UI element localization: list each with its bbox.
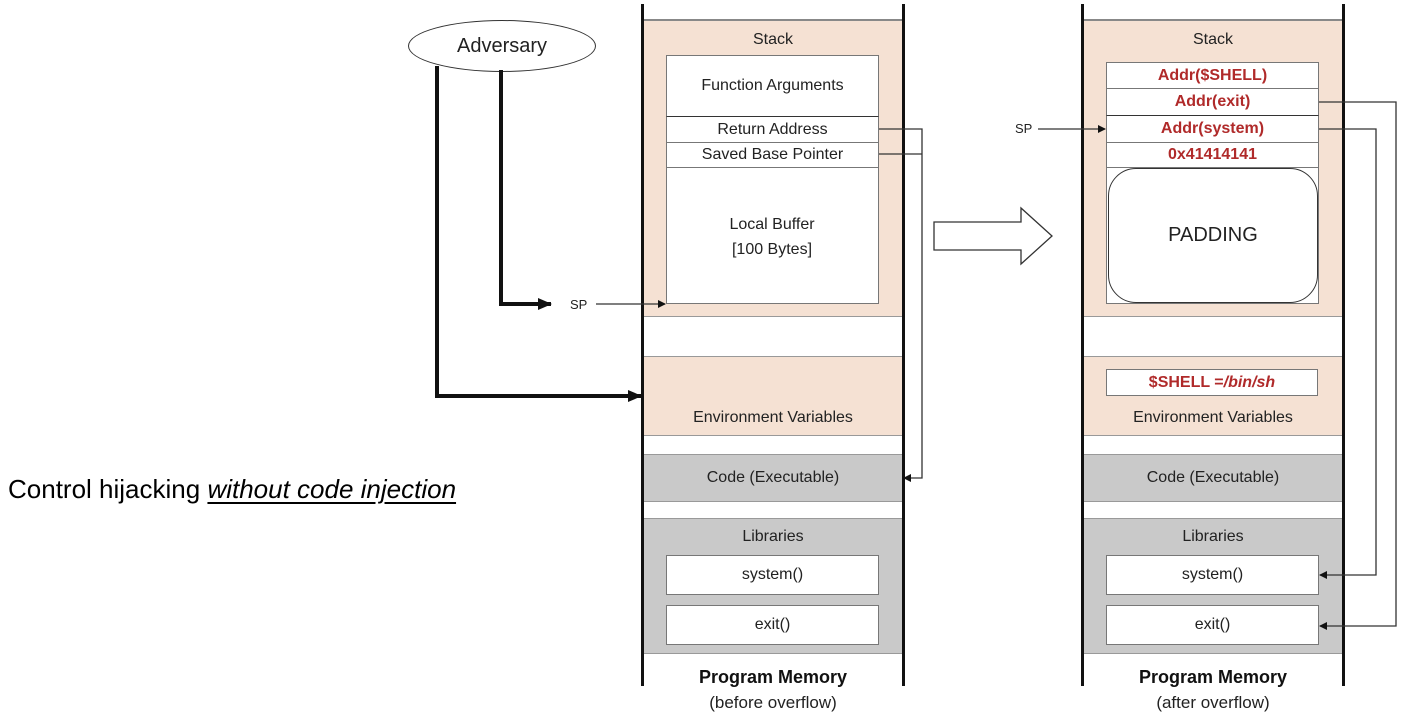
adversary-to-env-arrow [435, 66, 642, 402]
slide-headline: Control hijacking without code injection [8, 474, 456, 505]
caption-title-before: Program Memory [698, 667, 848, 687]
exit-function-after-label: exit() [1194, 616, 1231, 633]
stack-title-after: Stack [1192, 31, 1233, 48]
caption-title-after: Program Memory [1138, 667, 1288, 687]
addr-system-label: Addr(system) [1160, 120, 1265, 137]
shell-env-prefix: $SHELL = [1148, 373, 1224, 391]
addr-system-cell: Addr(system) [1106, 115, 1319, 143]
code-label-after: Code (Executable) [1146, 469, 1280, 486]
stack-title-before: Stack [752, 31, 793, 48]
padding-label: PADDING [1168, 224, 1258, 246]
memory-after-left-border [1081, 4, 1084, 686]
memory-after-right-border [1342, 4, 1345, 686]
exit-function-after: exit() [1106, 605, 1319, 645]
sp-label-before: SP [570, 297, 588, 312]
libraries-title-before: Libraries [742, 528, 804, 545]
function-arguments-label: Function Arguments [701, 77, 844, 94]
system-function-label: system() [741, 566, 804, 583]
memory-before-left-border [641, 4, 644, 686]
system-function-before: system() [666, 555, 879, 595]
saved-base-pointer-cell: Saved Base Pointer [666, 142, 879, 168]
memory-before-right-border [902, 4, 905, 686]
headline-emphasis: without code injection [207, 474, 457, 504]
return-address-cell: Return Address [666, 116, 879, 143]
transition-arrow-icon [933, 206, 1053, 266]
local-buffer-line1: Local Buffer [729, 216, 815, 233]
libraries-title-after: Libraries [1182, 528, 1244, 545]
addr-shell-cell: Addr($SHELL) [1106, 62, 1319, 89]
exit-function-label: exit() [754, 616, 791, 633]
addr-exit-label: Addr(exit) [1174, 93, 1251, 110]
environment-label-before: Environment Variables [693, 409, 853, 426]
code-region-after: Code (Executable) [1084, 454, 1342, 502]
adversary-to-sp-arrow [499, 70, 552, 310]
environment-label-after: Environment Variables [1133, 409, 1293, 426]
headline-prefix: Control hijacking [8, 474, 208, 504]
code-region-before: Code (Executable) [644, 454, 902, 502]
function-arguments-cell: Function Arguments [666, 55, 879, 117]
saved-base-pointer-label: Saved Base Pointer [701, 146, 844, 163]
environment-region-after: Environment Variables [1084, 356, 1342, 436]
overwritten-base-pointer-label: 0x41414141 [1168, 146, 1257, 163]
system-function-after-label: system() [1181, 566, 1244, 583]
addr-exit-cell: Addr(exit) [1106, 88, 1319, 116]
caption-sub-after: (after overflow) [1156, 693, 1270, 712]
overwritten-base-pointer-cell: 0x41414141 [1106, 142, 1319, 168]
sp-label-after: SP [1015, 121, 1033, 136]
system-function-after: system() [1106, 555, 1319, 595]
environment-region-before: Environment Variables [644, 356, 902, 436]
return-address-label: Return Address [717, 120, 828, 138]
padding-block: PADDING [1108, 168, 1318, 303]
addr-shell-label: Addr($SHELL) [1157, 66, 1268, 84]
local-buffer-cell: Local Buffer [100 Bytes] [666, 167, 879, 304]
exit-function-before: exit() [666, 605, 879, 645]
caption-sub-before: (before overflow) [709, 693, 837, 712]
adversary-ellipse: Adversary [408, 20, 596, 72]
shell-env-path: /bin/sh [1223, 373, 1276, 391]
shell-env-value: $SHELL = /bin/sh [1106, 369, 1318, 396]
adversary-label: Adversary [456, 34, 548, 57]
code-label-before: Code (Executable) [706, 469, 840, 486]
local-buffer-line2: [100 Bytes] [731, 241, 813, 258]
